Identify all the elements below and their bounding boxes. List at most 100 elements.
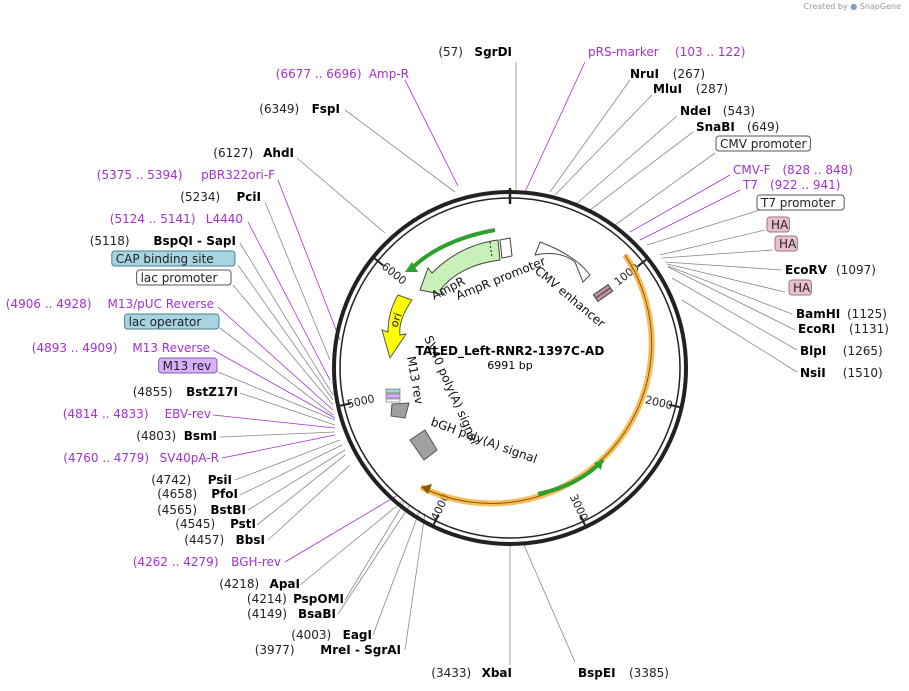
tick-mark	[374, 257, 384, 267]
enzyme-pos-MreI: (3977)	[255, 643, 295, 657]
plasmid-name: TALED_Left-RNR2-1397C-AD	[416, 344, 605, 359]
creator-prefix: Created by	[803, 2, 848, 11]
enzyme-BamHI: BamHI	[796, 307, 840, 321]
primer-pos-CMV-F: (828 .. 848)	[783, 163, 853, 177]
enzyme-MluI: MluI	[653, 82, 682, 96]
enzyme-BspQI: BspQI - SapI	[153, 234, 236, 248]
feature-T7-promoter-box	[756, 194, 845, 211]
enzyme-pos-BsaBI: (4149)	[247, 607, 287, 621]
sv40-region-features	[385, 388, 438, 461]
enzyme-pos-BstZ17I: (4855)	[133, 385, 173, 399]
enzyme-NruI: NruI	[630, 67, 659, 81]
enzyme-BstZ17I: BstZ17I	[186, 385, 238, 399]
tick-mark	[636, 258, 647, 268]
primer-M13Reverse: M13 Reverse	[132, 341, 210, 355]
enzyme-BsmI: BsmI	[184, 429, 217, 443]
primer-M13pUC: M13/pUC Reverse	[108, 297, 215, 311]
enzyme-pos-BbsI: (4457)	[184, 533, 224, 547]
enzyme-pos-NruI: (267)	[673, 67, 705, 81]
insert-arrow-head	[421, 484, 432, 494]
enzyme-BbsI: BbsI	[236, 533, 265, 547]
tick-mark	[432, 514, 440, 525]
plasmid-length: 6991 bp	[487, 359, 532, 372]
enzyme-NsiI: NsiI	[800, 366, 826, 380]
enzyme-pos-BspEI: (3385)	[629, 666, 669, 680]
bgh-polya-label: bGH poly(A) signal	[429, 415, 539, 466]
enzyme-pos-BamHI: (1125)	[847, 307, 887, 321]
enzyme-pos-FspI: (6349)	[259, 102, 299, 116]
enzyme-pos-SgrDI: (57)	[438, 45, 463, 59]
enzyme-pos-BsmI: (4803)	[136, 429, 176, 443]
enzyme-pos-BspQI: (5118)	[90, 234, 130, 248]
ampr-feature	[419, 239, 501, 296]
enzyme-pos-BstBI: (4565)	[157, 503, 197, 517]
enzyme-pos-PfoI: (4658)	[157, 487, 197, 501]
enzyme-pos-PstI: (4545)	[175, 517, 215, 531]
cmv-enhancer-feature	[534, 241, 591, 283]
primer-L4440: L4440	[206, 212, 243, 226]
primer-CMV-F: CMV-F	[733, 163, 771, 177]
enzyme-pos-NdeI: (543)	[723, 104, 755, 118]
tag-HA3: HA	[793, 281, 811, 295]
primer-pos-BGH-rev: (4262 .. 4279)	[133, 555, 219, 569]
primer-T7: T7	[742, 178, 758, 192]
primer-BGH-rev: BGH-rev	[231, 555, 281, 569]
m13-rev-inner-label: M13 rev	[404, 355, 426, 405]
enzyme-ApaI: ApaI	[270, 577, 300, 591]
enzyme-AhdI: AhdI	[263, 146, 294, 160]
insert-feature-outline	[420, 254, 653, 504]
top-green-arrow	[408, 228, 496, 272]
primer-pRS-marker: pRS-marker	[588, 45, 659, 59]
primer-pos-EBV-rev: (4814 .. 4833)	[63, 407, 149, 421]
external-labels: pRS-marker(103 .. 122)NruI(267)MluI(287)…	[6, 45, 889, 680]
inner-green-arrow-head	[594, 460, 603, 470]
ampr-promoter-feature	[499, 237, 513, 259]
enzyme-pos-PspOMI: (4214)	[247, 592, 287, 606]
tick-label-2000: 2000	[644, 393, 674, 412]
primer-pos-Amp-R: (6677 .. 6696)	[276, 67, 362, 81]
creator-credit: Created by ● SnapGene	[804, 2, 901, 11]
feature-lac-operator: lac operator	[129, 315, 202, 329]
enzyme-MreI: MreI - SgrAI	[320, 643, 401, 657]
enzyme-PstI: PstI	[230, 517, 256, 531]
enzyme-pos-SnaBI: (649)	[747, 120, 779, 134]
feature-lac-operator-box	[124, 313, 220, 330]
enzyme-EagI: EagI	[343, 628, 372, 642]
enzyme-SgrDI: SgrDI	[474, 45, 512, 59]
feature-lac-promoter-box	[136, 269, 232, 286]
primer-pos-M13Reverse: (4893 .. 4909)	[32, 341, 118, 355]
enzyme-pos-PciI: (5234)	[180, 190, 220, 204]
enzyme-pos-EagI: (4003)	[291, 628, 331, 642]
primer-Amp-R: Amp-R	[369, 67, 409, 81]
tag-HA1: HA	[771, 218, 789, 232]
cmv-small-features	[592, 283, 614, 303]
feature-CAP: CAP binding site	[116, 252, 214, 266]
enzyme-pos-BlpI: (1265)	[843, 344, 883, 358]
enzyme-pos-PsiI: (4742)	[151, 473, 191, 487]
enzyme-pos-ApaI: (4218)	[219, 577, 259, 591]
tag-HA3-box	[788, 279, 812, 296]
snapgene-logo-icon: ●	[850, 2, 858, 11]
tick-mark	[579, 514, 586, 526]
primer-pos-pBR322ori-F: (5375 .. 5394)	[97, 168, 183, 182]
tag-HA2-box	[774, 235, 798, 252]
enzyme-PfoI: PfoI	[211, 487, 238, 501]
enzyme-PspOMI: PspOMI	[293, 592, 344, 606]
enzyme-BsaBI: BsaBI	[298, 607, 336, 621]
feature-M13rev: M13 rev	[163, 359, 212, 373]
enzyme-PciI: PciI	[237, 190, 262, 204]
tick-label-6000: 6000	[379, 260, 409, 288]
enzyme-BstBI: BstBI	[210, 503, 246, 517]
enzyme-SnaBI: SnaBI	[696, 120, 735, 134]
enzyme-PsiI: PsiI	[208, 473, 232, 487]
feature-CMV-promoter-box	[715, 135, 811, 152]
top-green-arrow-head	[405, 262, 418, 272]
enzyme-BspEI: BspEI	[578, 666, 616, 680]
primer-pos-SV40pA-R: (4760 .. 4779)	[63, 451, 149, 465]
feature-CMV-promoter: CMV promoter	[720, 137, 807, 151]
enzyme-EcoRI: EcoRI	[798, 322, 835, 336]
primer-pos-T7: (922 .. 941)	[770, 178, 840, 192]
tag-HA2: HA	[779, 237, 797, 251]
enzyme-pos-MluI: (287)	[696, 82, 728, 96]
